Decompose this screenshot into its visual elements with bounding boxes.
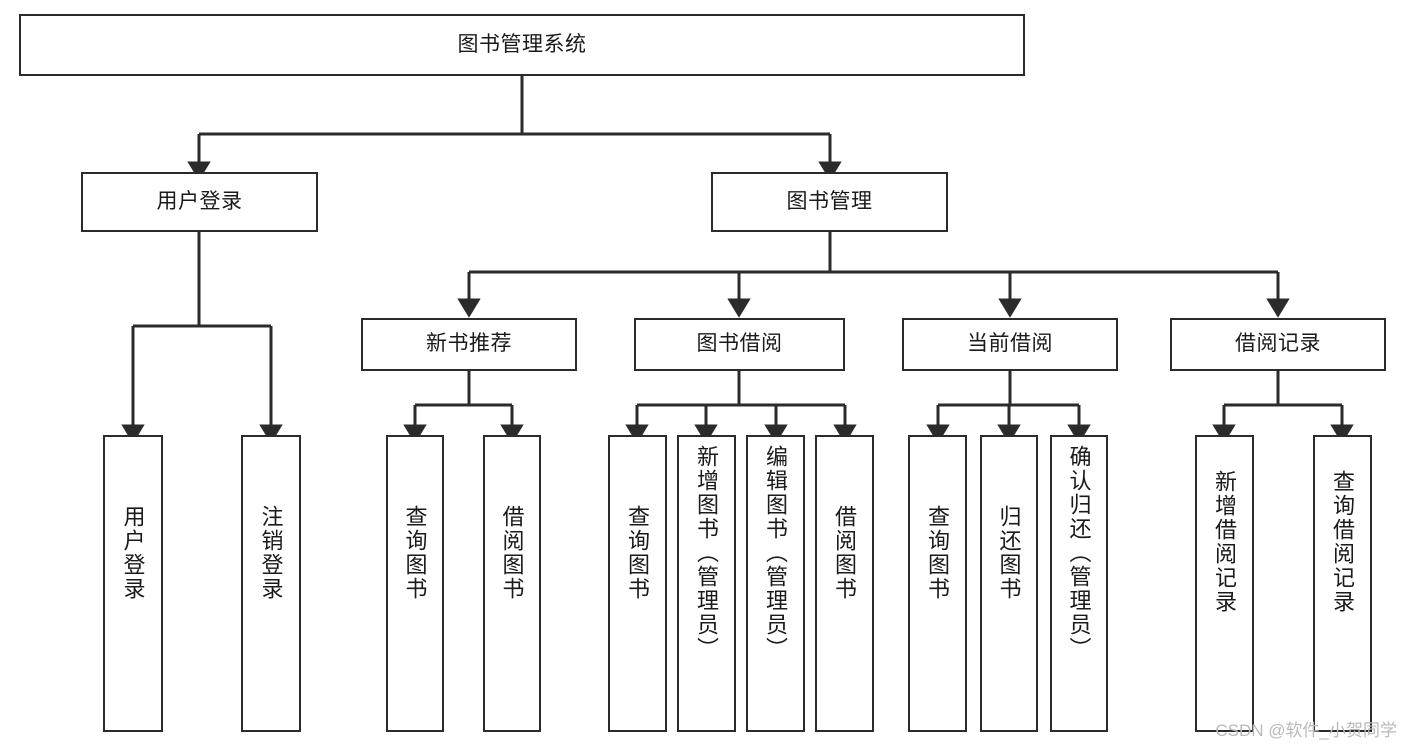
node-user-login-label: 用户登录 [156,189,243,213]
node-leaf-query-record-label: 查询借阅记录 [1330,470,1356,614]
node-leaf-query-book-3-label: 查询图书 [925,505,951,601]
node-leaf-borrow-book-1-label: 借阅图书 [499,505,525,601]
node-leaf-logout-label: 注销登录 [258,505,284,601]
node-leaf-borrow-book-1[interactable]: 借阅图书 [483,435,541,732]
node-borrow-record-label: 借阅记录 [1235,332,1321,356]
node-new-book-recommend[interactable]: 新书推荐 [361,318,577,371]
node-leaf-add-book-label: 新增图书（管理员） [694,445,720,661]
node-leaf-query-book-2[interactable]: 查询图书 [608,435,667,732]
node-leaf-query-book-2-label: 查询图书 [625,505,651,601]
node-leaf-edit-book-label: 编辑图书（管理员） [763,445,789,661]
node-leaf-user-login[interactable]: 用户登录 [103,435,163,732]
node-current-borrow-label: 当前借阅 [967,332,1053,356]
node-leaf-borrow-book-2-label: 借阅图书 [832,505,858,601]
node-leaf-add-record-label: 新增借阅记录 [1212,470,1238,614]
node-leaf-return-book[interactable]: 归还图书 [980,435,1038,732]
node-book-borrow[interactable]: 图书借阅 [634,318,845,371]
node-leaf-query-book-3[interactable]: 查询图书 [908,435,967,732]
node-leaf-add-record[interactable]: 新增借阅记录 [1195,435,1254,732]
node-leaf-borrow-book-2[interactable]: 借阅图书 [815,435,874,732]
node-leaf-query-book-1[interactable]: 查询图书 [386,435,444,732]
node-borrow-record[interactable]: 借阅记录 [1170,318,1386,371]
node-book-manage-label: 图书管理 [786,189,873,213]
node-leaf-add-book[interactable]: 新增图书（管理员） [677,435,736,732]
node-leaf-query-book-1-label: 查询图书 [402,505,428,601]
watermark: CSDN @软件_小贺同学 [1215,721,1397,740]
node-new-book-recommend-label: 新书推荐 [426,332,512,356]
node-current-borrow[interactable]: 当前借阅 [902,318,1118,371]
node-leaf-query-record[interactable]: 查询借阅记录 [1313,435,1372,732]
node-user-login[interactable]: 用户登录 [81,172,318,232]
node-leaf-logout[interactable]: 注销登录 [241,435,301,732]
node-leaf-confirm-return-label: 确认归还（管理员） [1066,445,1092,661]
node-leaf-return-book-label: 归还图书 [996,505,1022,601]
node-root-label: 图书管理系统 [457,32,587,56]
node-leaf-user-login-label: 用户登录 [120,505,146,601]
node-book-manage[interactable]: 图书管理 [711,172,948,232]
node-root[interactable]: 图书管理系统 [19,14,1025,76]
node-leaf-confirm-return[interactable]: 确认归还（管理员） [1050,435,1108,732]
node-leaf-edit-book[interactable]: 编辑图书（管理员） [746,435,805,732]
node-book-borrow-label: 图书借阅 [696,332,783,356]
